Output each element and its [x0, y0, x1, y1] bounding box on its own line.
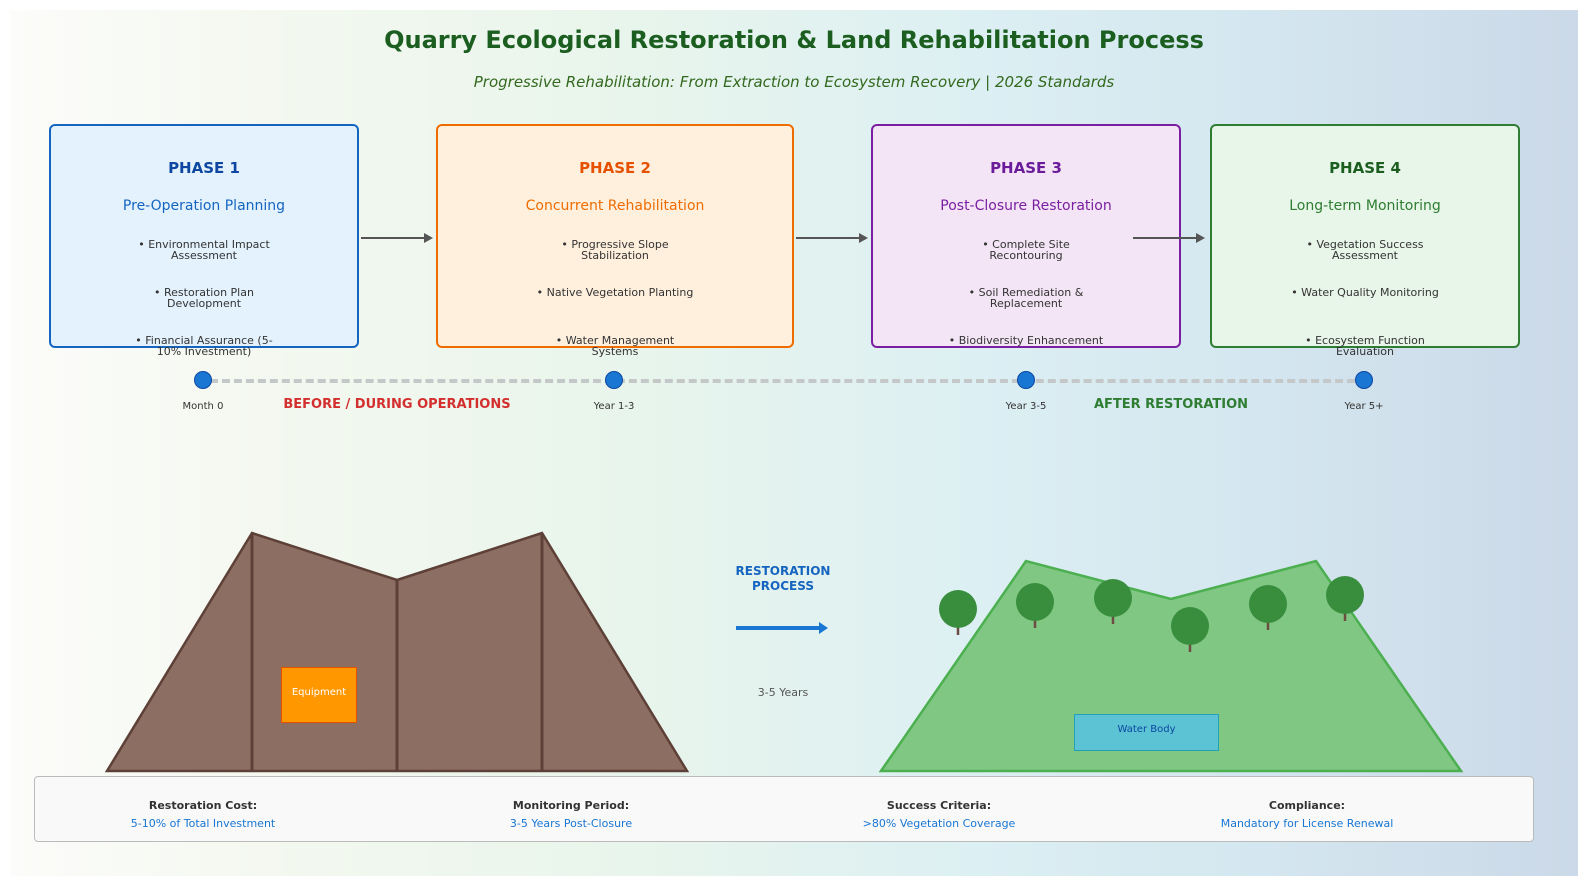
- phase-item: • Complete Site Recontouring: [982, 238, 1070, 262]
- tree-icon: [1326, 576, 1364, 621]
- phase-name: Long-term Monitoring: [1289, 198, 1441, 214]
- footer-value: 3-5 Years Post-Closure: [509, 817, 633, 830]
- phase-item: • Vegetation Success Assessment: [1306, 238, 1424, 262]
- phase-card-1: PHASE 1 Pre-Operation Planning • Environ…: [49, 124, 359, 357]
- phase-item: • Soil Remediation & Replacement: [968, 286, 1084, 310]
- milestone-label: Year 3-5: [1005, 401, 1047, 412]
- page-subtitle: Progressive Rehabilitation: From Extract…: [473, 73, 1115, 91]
- after-section-label: AFTER RESTORATION: [1093, 397, 1249, 412]
- footer-item-success: Success Criteria: >80% Vegetation Covera…: [789, 799, 1089, 830]
- landscape-illustration: [104, 531, 1464, 773]
- phase-card-2: PHASE 2 Concurrent Rehabilitation • Prog…: [436, 124, 794, 357]
- water-body-box: Water Body: [1074, 714, 1219, 751]
- footer-label: Success Criteria:: [886, 799, 992, 812]
- footer-label: Monitoring Period:: [512, 799, 630, 812]
- phase-item: • Progressive Slope Stabilization: [561, 238, 669, 262]
- footer-label: Restoration Cost:: [148, 799, 258, 812]
- milestone-label: Month 0: [182, 401, 224, 412]
- phase-arrow-2-3: [796, 233, 868, 243]
- phase-number: PHASE 3: [990, 159, 1062, 177]
- phase-card-4: PHASE 4 Long-term Monitoring • Vegetatio…: [1210, 124, 1520, 357]
- phase-item: • Native Vegetation Planting: [536, 286, 694, 299]
- footer-value: 5-10% of Total Investment: [130, 817, 276, 830]
- footer-item-cost: Restoration Cost: 5-10% of Total Investm…: [53, 799, 353, 830]
- page-title: Quarry Ecological Restoration & Land Reh…: [384, 26, 1204, 54]
- footer-item-compliance: Compliance: Mandatory for License Renewa…: [1157, 799, 1457, 830]
- timeline-line: [210, 379, 1355, 383]
- phase-item: • Ecosystem Function Evaluation: [1305, 334, 1425, 358]
- phase-number: PHASE 2: [579, 159, 651, 177]
- phase-number: PHASE 1: [168, 159, 240, 177]
- phase-name: Post-Closure Restoration: [940, 198, 1112, 214]
- footer-value: >80% Vegetation Coverage: [862, 817, 1016, 830]
- milestone-dot: [1017, 371, 1035, 389]
- phase-name: Concurrent Rehabilitation: [525, 198, 705, 214]
- phase-card-3: PHASE 3 Post-Closure Restoration • Compl…: [871, 124, 1181, 348]
- tree-icon: [1094, 579, 1132, 624]
- restoration-process-label: RESTORATION PROCESS: [735, 564, 831, 593]
- tree-icon: [1249, 585, 1287, 630]
- milestone-label: Year 5+: [1344, 401, 1384, 412]
- phase-item: • Water Quality Monitoring: [1291, 286, 1439, 299]
- phase-arrow-3-4: [1133, 233, 1205, 243]
- restoration-arrow: [736, 622, 828, 634]
- tree-icon: [939, 590, 977, 635]
- before-section-label: BEFORE / DURING OPERATIONS: [283, 397, 511, 412]
- milestone-label: Year 1-3: [593, 401, 635, 412]
- phase-item: • Restoration Plan Development: [154, 286, 254, 310]
- milestone-dot: [605, 371, 623, 389]
- phase-item: • Financial Assurance (5-10% Investment): [135, 334, 273, 358]
- footer-value: Mandatory for License Renewal: [1220, 817, 1394, 830]
- footer-item-monitoring: Monitoring Period: 3-5 Years Post-Closur…: [421, 799, 721, 830]
- milestone-dot: [1355, 371, 1373, 389]
- tree-icon: [1171, 607, 1209, 652]
- equipment-box: Equipment: [281, 667, 357, 723]
- phase-name: Pre-Operation Planning: [122, 198, 286, 214]
- restoration-duration: 3-5 Years: [757, 686, 809, 699]
- phase-item: • Biodiversity Enhancement: [948, 334, 1104, 347]
- phase-item: • Water Management Systems: [555, 334, 675, 358]
- tree-icon: [1016, 583, 1054, 628]
- phase-item: • Environmental Impact Assessment: [138, 238, 270, 262]
- milestone-dot: [194, 371, 212, 389]
- phase-arrow-1-2: [361, 233, 433, 243]
- info-footer: Restoration Cost: 5-10% of Total Investm…: [34, 776, 1534, 842]
- footer-label: Compliance:: [1268, 799, 1346, 812]
- phase-number: PHASE 4: [1329, 159, 1401, 177]
- diagram-canvas: Quarry Ecological Restoration & Land Reh…: [10, 10, 1578, 876]
